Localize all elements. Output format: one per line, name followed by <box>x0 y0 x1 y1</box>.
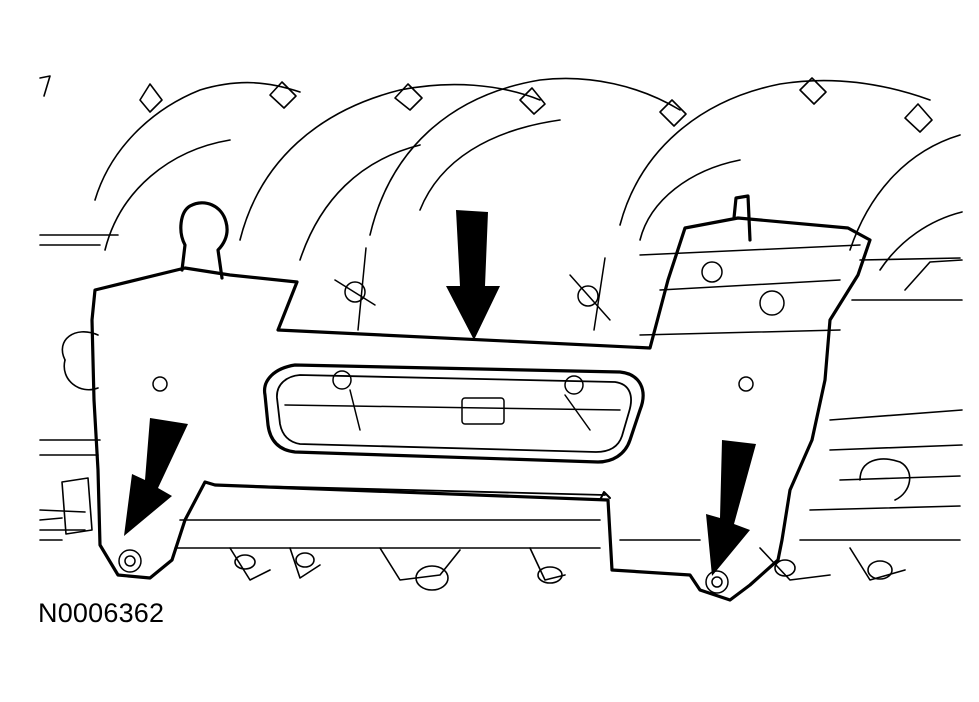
background-engine-outline <box>39 75 963 591</box>
arrow-lower-left <box>124 418 188 536</box>
arrow-top-center <box>446 210 500 340</box>
arrow-lower-right <box>706 440 756 576</box>
intake-gasket <box>90 194 872 602</box>
callout-arrows <box>124 210 756 576</box>
figure-reference-number: N0006362 <box>38 598 165 628</box>
